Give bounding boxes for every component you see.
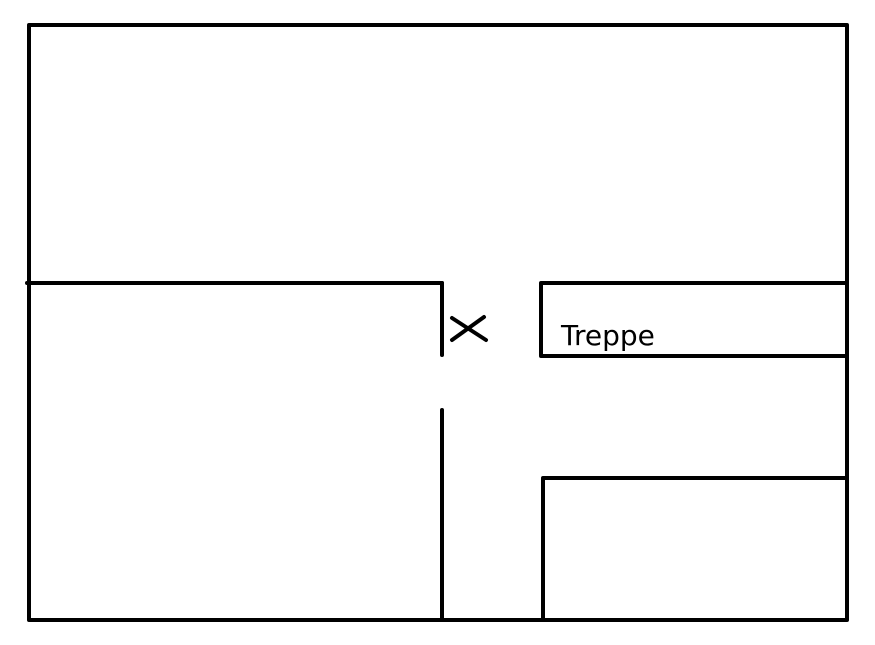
lower-right-room-wall <box>541 476 849 622</box>
stairs-outline <box>539 281 849 358</box>
x-marker-icon <box>450 315 488 342</box>
outer-wall <box>27 23 849 622</box>
stairs-label: Treppe <box>560 319 655 352</box>
